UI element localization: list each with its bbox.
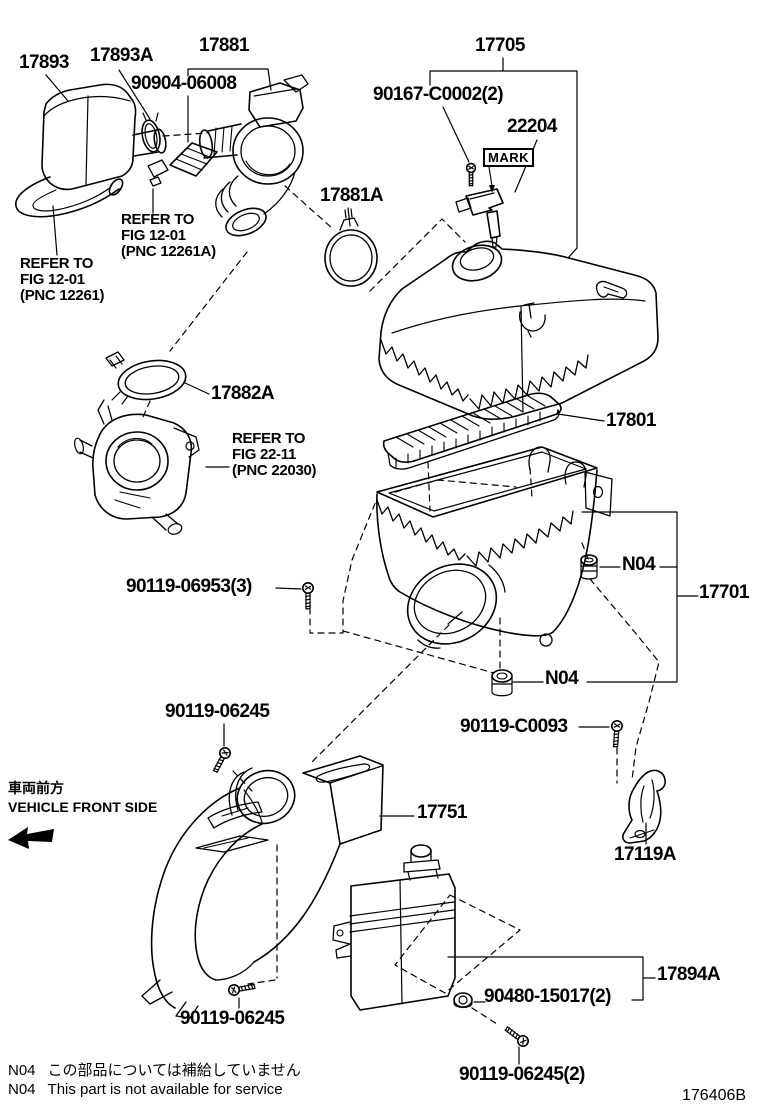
part-label-22204: 22204 [507, 116, 557, 137]
part-label-17893: 17893 [19, 52, 69, 73]
part-label-17881a: 17881A [320, 185, 384, 206]
vehicle-front-en: VEHICLE FRONT SIDE [8, 799, 158, 815]
part-label-17705: 17705 [475, 35, 525, 56]
part-label-90119-06953: 90119-06953(3) [126, 576, 252, 597]
part-label-90119-06245-lower: 90119-06245 [180, 1008, 285, 1029]
part-label-17882a: 17882A [211, 383, 275, 404]
screw-06245x2-icon [502, 1023, 532, 1050]
footnote-jp-text: この部品については補給していません [47, 1062, 301, 1079]
part-label-n04-spacer: N04 [545, 668, 579, 689]
part-17801-filter-element [384, 393, 561, 469]
part-17701-air-cleaner-case [377, 447, 612, 659]
part-label-90904-06008: 90904-06008 [131, 73, 237, 94]
refer-note-12261: REFER TO FIG 12-01 (PNC 12261) [20, 255, 105, 304]
vehicle-front-arrow [8, 827, 54, 849]
refer-note-12261a: REFER TO FIG 12-01 (PNC 12261A) [121, 211, 216, 260]
part-17893a-clamp [139, 113, 162, 153]
part-17751-air-inlet-duct [142, 756, 383, 1018]
footnote-jp: N04 この部品については補給していません [8, 1059, 301, 1080]
vehicle-front-side-note: 車両前方 VEHICLE FRONT SIDE [8, 779, 157, 817]
part-17881a-clamp [325, 209, 377, 286]
part-label-90480-15017: 90480-15017(2) [484, 986, 611, 1007]
part-label-17119a: 17119A [614, 844, 677, 865]
screw-06953-icon [301, 581, 315, 610]
mark-box-label: MARK [483, 148, 534, 167]
part-label-17701: 17701 [699, 582, 749, 603]
part-22204-maf-sensor [456, 162, 503, 247]
screw-c0093-icon [609, 719, 624, 749]
assembly-dashed-lines [143, 133, 659, 1024]
footnote-en: N04 This part is not available for servic… [8, 1081, 283, 1098]
part-17119a-bracket [623, 770, 665, 843]
part-label-17893a: 17893A [90, 45, 154, 66]
screw-90167-icon [465, 162, 477, 187]
part-label-90167-c0002: 90167-C0002(2) [373, 84, 504, 105]
refer-note-22030: REFER TO FIG 22-11 (PNC 22030) [232, 430, 317, 479]
part-label-17881: 17881 [199, 35, 249, 56]
spacer-n04-icon [492, 670, 512, 696]
screw-06245-upper-icon [209, 745, 233, 775]
part-connector-pieces [148, 160, 168, 186]
footnote-en-text: This part is not available for service [47, 1081, 283, 1098]
part-label-n04-grommet: N04 [622, 554, 656, 575]
figure-code: 176406B [682, 1087, 747, 1104]
part-90904-hose [170, 143, 217, 176]
part-17893-air-duct [16, 84, 168, 216]
nut-90480-icon [454, 993, 472, 1008]
part-throttle-body-reference [73, 400, 199, 536]
leader-lines [46, 58, 698, 1064]
part-17882a-clamp [106, 352, 189, 404]
part-17881-air-cleaner-hose [198, 75, 308, 241]
footnote-en-ref: N04 [8, 1081, 36, 1098]
part-17894a-resonator [333, 845, 455, 1010]
part-label-90119-06245-upper: 90119-06245 [165, 701, 270, 722]
part-17705-air-cleaner-cap [379, 240, 658, 419]
part-label-17801: 17801 [606, 410, 656, 431]
grommet-n04-icon [581, 555, 597, 579]
part-label-17894a: 17894A [657, 964, 721, 985]
part-label-90119-06245x2: 90119-06245(2) [459, 1064, 585, 1085]
part-label-90119-c0093: 90119-C0093 [460, 716, 568, 737]
vehicle-front-jp: 車両前方 [8, 780, 64, 796]
footnote-jp-ref: N04 [8, 1062, 36, 1079]
part-label-17751: 17751 [417, 802, 467, 823]
